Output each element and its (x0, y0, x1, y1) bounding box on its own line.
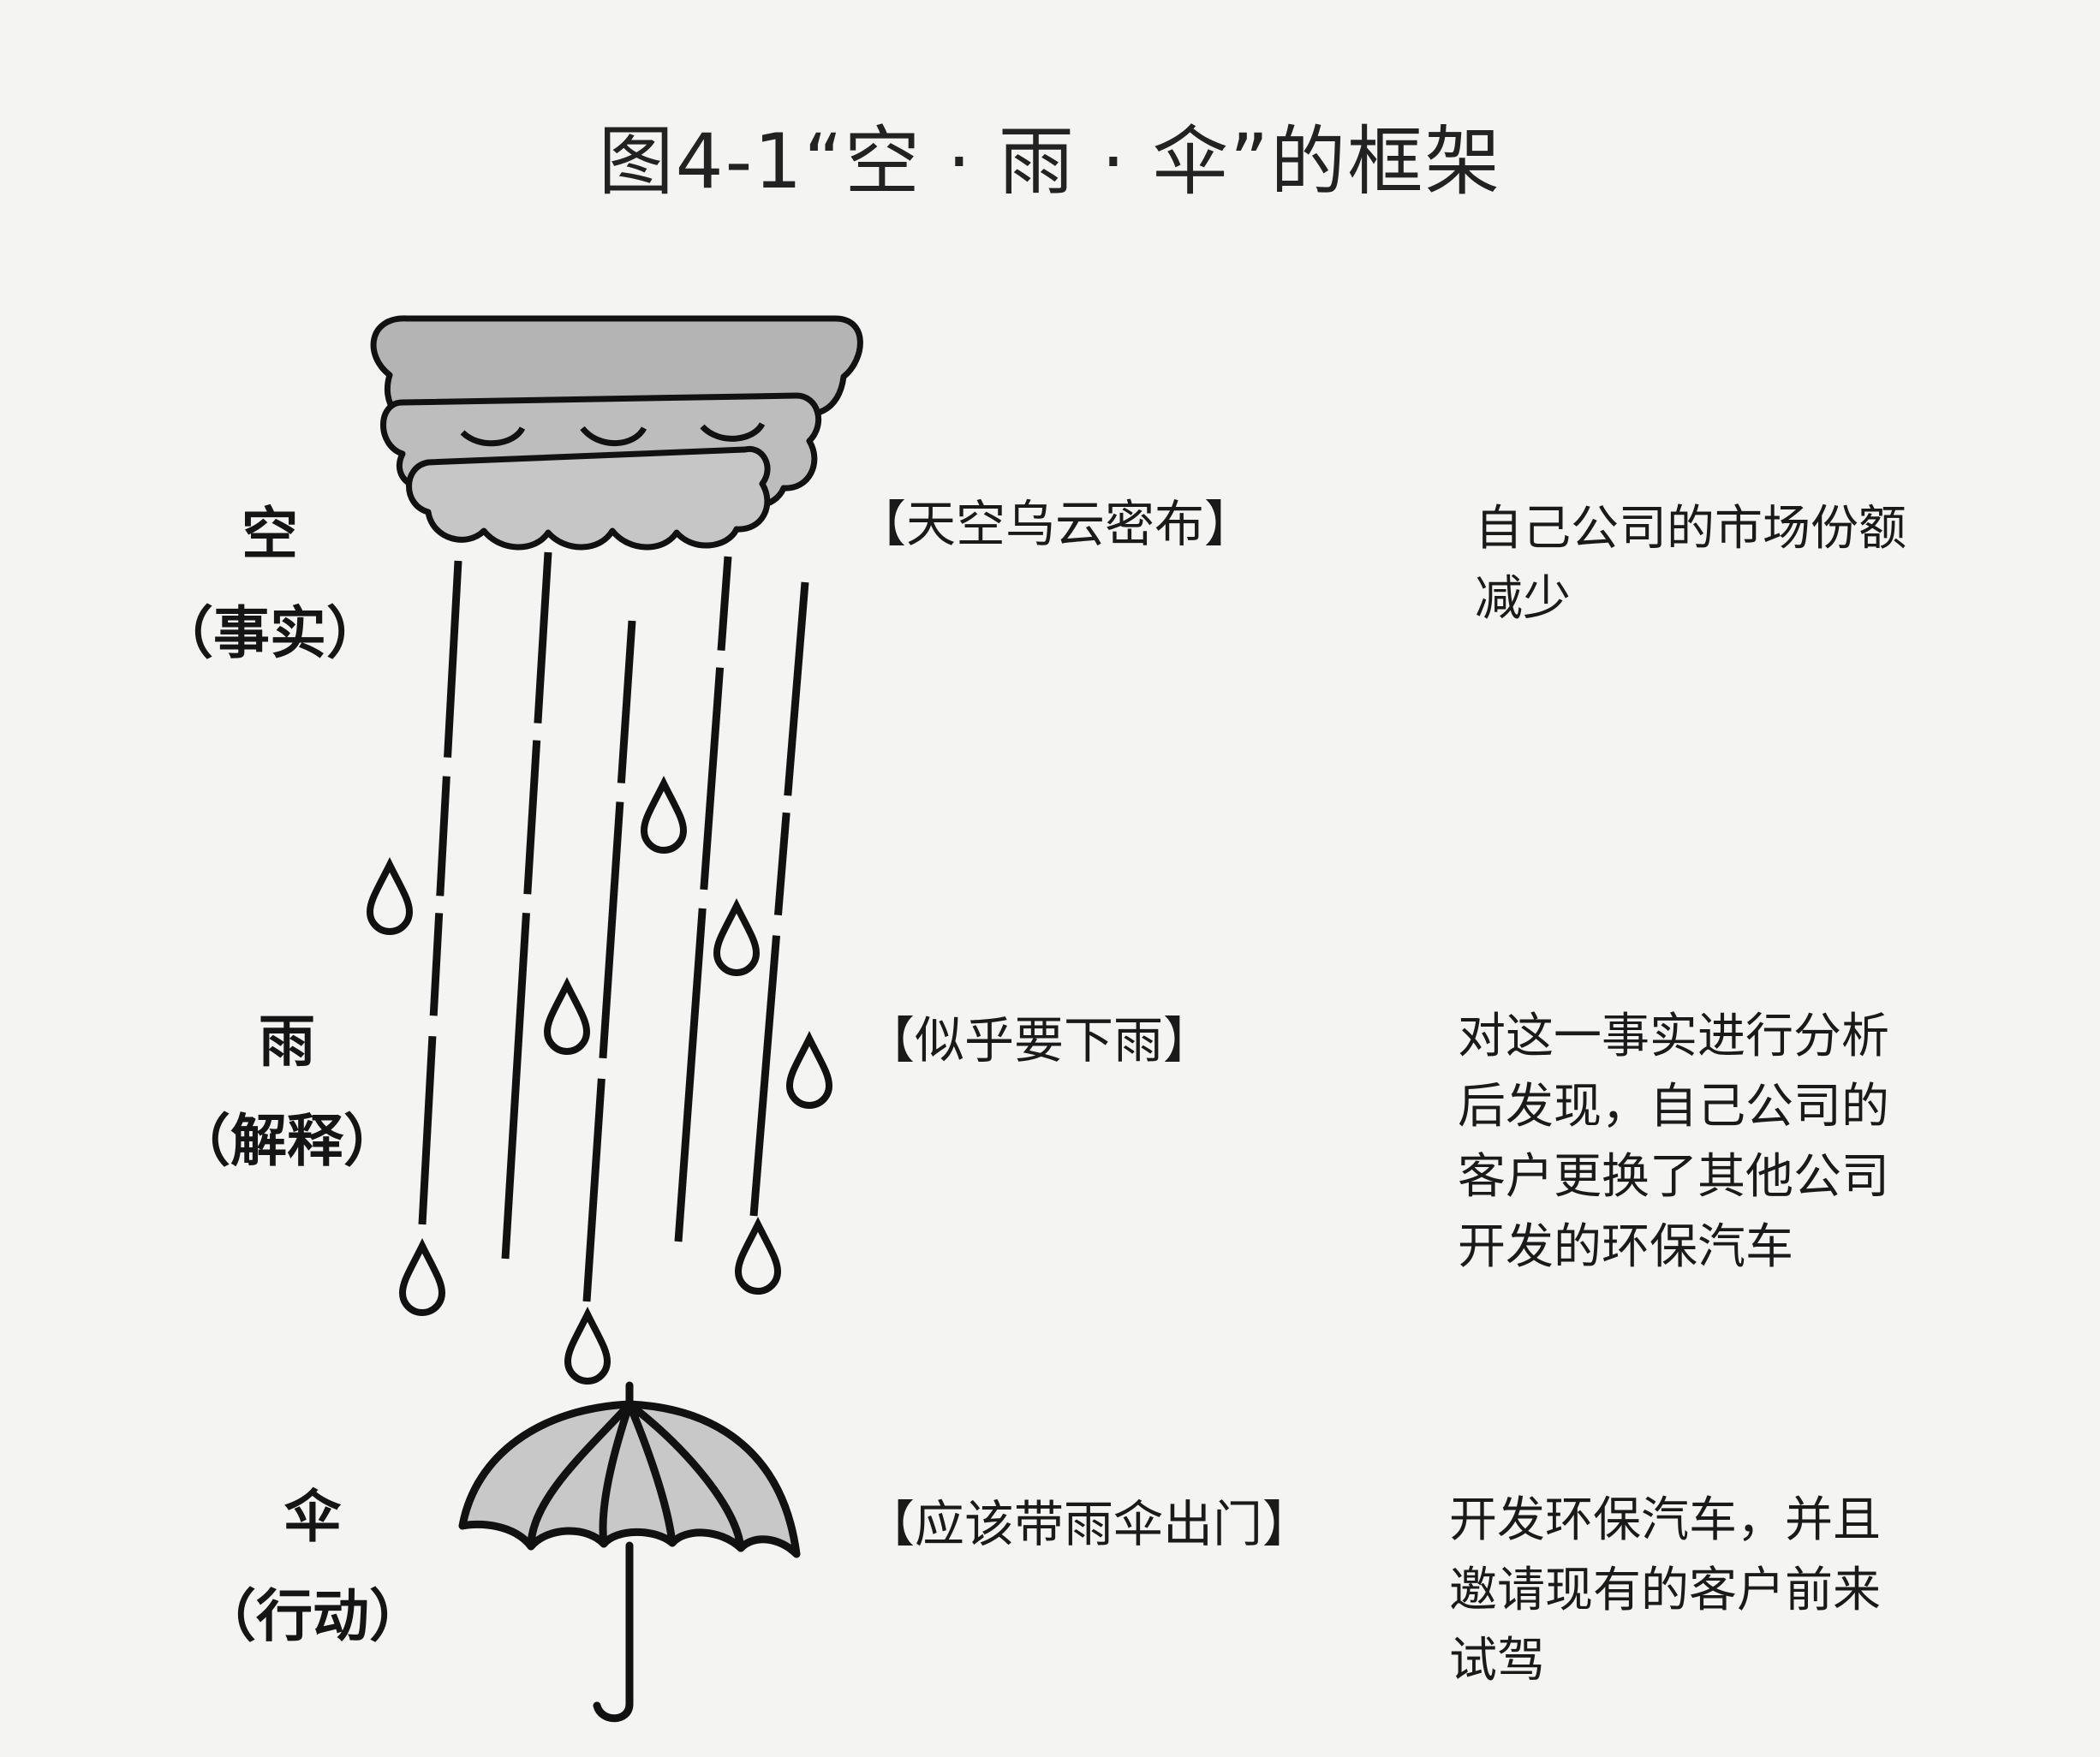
desc-umbrella: 开发环保汽车，并且 邀请现有的客户前来 试驾 (1449, 1486, 1881, 1696)
desc-rain-line: 后发现，自己公司的 (1458, 1079, 1889, 1135)
cloud-icon (370, 315, 863, 551)
label-umbrella-main: 伞 (284, 1484, 341, 1550)
desc-sky-line: 自己公司的市场份额 (1475, 501, 1906, 557)
label-rain-sub: （解释） (174, 1108, 400, 1174)
desc-rain-line: 开发的环保汽车 (1458, 1219, 1793, 1275)
raindrops (366, 776, 833, 1385)
raindrop-icon (734, 1217, 782, 1295)
label-umbrella-sub: （行动） (200, 1583, 426, 1649)
raindrop-icon (564, 1307, 612, 1385)
label-sky: 空 （事实） (150, 488, 390, 670)
label-sky-main: 空 (242, 501, 298, 567)
label-rain: 雨 （解释） (167, 996, 407, 1177)
raindrop-icon (398, 1238, 446, 1316)
raindrop-icon (713, 898, 761, 976)
raindrop-icon (640, 776, 688, 854)
raindrop-icon (785, 1031, 833, 1109)
figure-title: 图4-1“空 · 雨 · 伞”的框架 (598, 117, 1502, 205)
raindrop-icon (366, 857, 414, 935)
label-umbrella: 伞 （行动） (193, 1471, 433, 1653)
desc-umbrella-line: 试驾 (1449, 1633, 1545, 1689)
label-rain-main: 雨 (259, 1009, 315, 1075)
desc-rain: 对这一事实进行分析 后发现，自己公司的 客户更换了其他公司 开发的环保汽车 (1458, 1002, 1889, 1283)
bracket-rain: 【似乎要下雨】 (865, 1011, 1214, 1069)
rain-icon (418, 551, 809, 1302)
label-sky-sub: （事实） (157, 600, 383, 666)
desc-sky: 自己公司的市场份额 减少 (1475, 494, 1906, 634)
bracket-umbrella: 【应该带雨伞出门】 (865, 1495, 1313, 1553)
desc-sky-line: 减少 (1475, 571, 1571, 627)
umbrella-icon (458, 1381, 801, 1723)
bracket-sky: 【天空乌云密布】 (856, 495, 1255, 553)
desc-umbrella-line: 开发环保汽车，并且 (1449, 1492, 1881, 1548)
desc-umbrella-line: 邀请现有的客户前来 (1449, 1563, 1881, 1618)
desc-rain-line: 客户更换了其他公司 (1458, 1149, 1889, 1205)
desc-rain-line: 对这一事实进行分析 (1458, 1009, 1889, 1064)
raindrop-icon (543, 977, 591, 1055)
